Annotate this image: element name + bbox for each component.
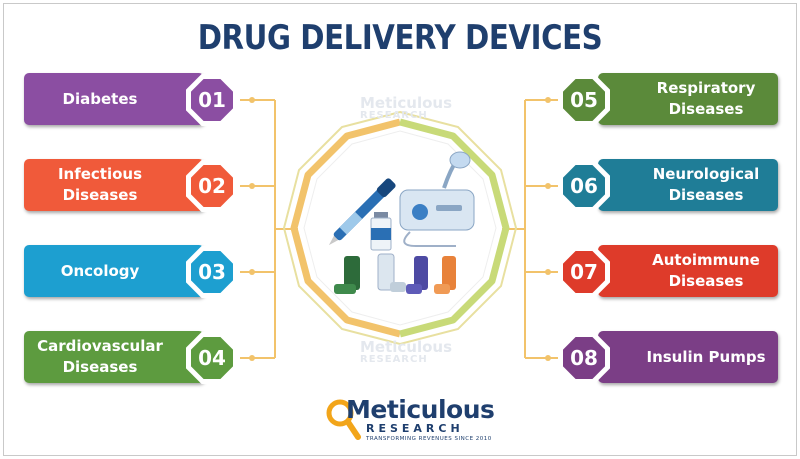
- item-label-infectious-diseases: Infectious Diseases: [24, 159, 204, 211]
- item-number-badge: 01: [186, 74, 238, 126]
- item-label-autoimmune-diseases: Autoimmune Diseases: [598, 245, 778, 297]
- item-number-badge: 07: [558, 246, 610, 298]
- infographic-frame: [3, 3, 797, 456]
- inhaler-green-icon: [334, 256, 360, 294]
- inhaler-orange-icon: [434, 256, 456, 294]
- magnifier-logo-icon: [326, 399, 361, 440]
- hub-outer-ring: [282, 110, 518, 346]
- logo-tagline: TRANSFORMING REVENUES SINCE 2010: [366, 436, 492, 442]
- page-title: DRUG DELIVERY DEVICES: [197, 18, 603, 58]
- item-label-neurological-diseases: Neurological Diseases: [598, 159, 778, 211]
- inhaler-blue-icon: [406, 256, 428, 294]
- item-label-oncology: Oncology: [24, 245, 204, 297]
- vial-icon: [370, 212, 392, 251]
- item-number-badge: 08: [558, 332, 610, 384]
- item-number-badge: 02: [186, 160, 238, 212]
- item-label-insulin-pumps: Insulin Pumps: [598, 331, 778, 383]
- item-number-badge: 06: [558, 160, 610, 212]
- nebulizer-icon: [399, 151, 475, 247]
- hub-ring-left: [290, 118, 401, 338]
- logo-sub: RESEARCH: [366, 422, 464, 435]
- item-label-cardiovascular-diseases: Cardiovascular Diseases: [24, 331, 204, 383]
- inhaler-white-icon: [377, 253, 406, 292]
- company-logo: Meticulous RESEARCH TRANSFORMING REVENUE…: [326, 395, 495, 447]
- item-label-diabetes: Diabetes: [24, 73, 204, 125]
- logo-name: Meticulous: [346, 395, 495, 424]
- insulin-pen-icon: [328, 178, 396, 246]
- item-number-badge: 04: [186, 332, 238, 384]
- hub-ring-right: [399, 118, 510, 338]
- item-number-badge: 03: [186, 246, 238, 298]
- item-label-respiratory-diseases: Respiratory Diseases: [598, 73, 778, 125]
- item-number-badge: 05: [558, 74, 610, 126]
